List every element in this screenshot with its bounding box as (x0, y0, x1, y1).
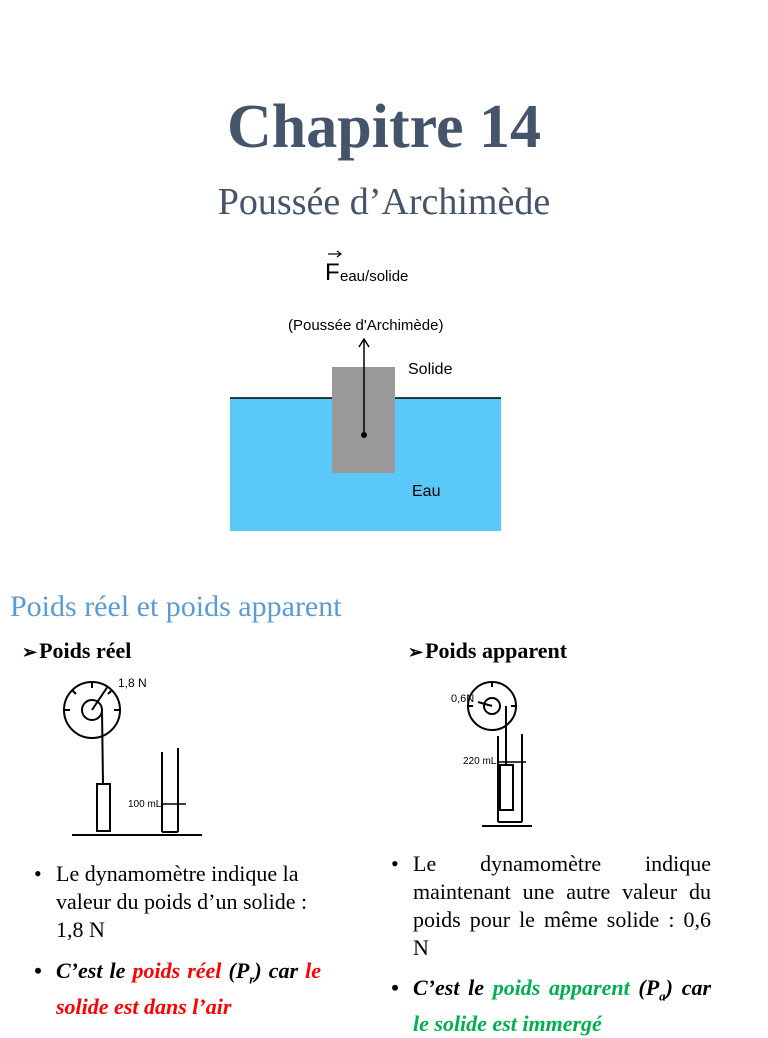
archimedes-diagram: F eau/solide (Poussée d'Archimède) Solid… (230, 250, 501, 531)
bullet-dot: • (391, 851, 399, 876)
right-bullet-2: • C’est le poids apparent (Pa) car le so… (391, 974, 712, 1038)
right-b2-term: poids apparent (492, 975, 630, 1000)
force-letter: F (325, 259, 340, 286)
bullet-dot: • (34, 958, 42, 983)
right-heading-text: Poids apparent (425, 638, 568, 663)
water-label: Eau (412, 483, 440, 500)
left-b2-term: poids réel (132, 958, 222, 983)
left-heading: ➢Poids réel (22, 638, 131, 664)
solid-label: Solide (408, 361, 453, 378)
dial-inner (483, 697, 501, 715)
dynamometer-air-sketch: 1,8 N 100 mL (63, 676, 202, 836)
left-b2-reason: le solide est dans l’air (56, 958, 322, 1020)
right-bullet-1: • Le dynamomètre indique maintenant une … (391, 850, 711, 962)
cylinder-reading: 220 mL (463, 756, 497, 767)
left-bullet-2: • C’est le poids réel (Pr) car le solide… (34, 957, 322, 1021)
slide-subtitle: Poussée d’Archimède (217, 181, 551, 223)
arrow-bullet-icon: ➢ (22, 642, 38, 662)
section-heading: Poids réel et poids apparent (10, 590, 342, 623)
left-b2-car: car (268, 958, 299, 983)
right-b2-car: car (681, 975, 712, 1000)
left-bullet-1: • Le dynamomètre indique la valeur du po… (34, 860, 324, 944)
dial-reading: 0,6N (451, 693, 474, 705)
left-heading-text: Poids réel (39, 638, 132, 663)
right-heading: ➢Poids apparent (408, 638, 567, 664)
dial-reading: 1,8 N (118, 676, 147, 690)
dynamometer-water-sketch: 0,6N 220 mL (451, 681, 532, 827)
arrow-bullet-icon: ➢ (408, 642, 424, 662)
left-b2-symbol: (Pr) (228, 958, 262, 987)
cylinder-reading: 100 mL (128, 799, 162, 810)
left-b2-lead: C’est le (56, 958, 126, 983)
bullet-dot: • (34, 861, 42, 886)
left-bullet-1-text: Le dynamomètre indique la valeur du poid… (56, 861, 308, 942)
force-subscript: eau/solide (340, 268, 408, 285)
bullet-dot: • (391, 975, 399, 1000)
force-arrowhead (358, 337, 370, 348)
slide-title: Chapitre 14 (226, 93, 542, 161)
right-bullet-1-text: Le dynamomètre indique maintenant une au… (413, 851, 711, 960)
immersed-solid (499, 764, 514, 811)
right-b2-symbol: (Pa) (638, 975, 673, 1004)
right-b2-lead: C’est le (413, 975, 484, 1000)
vector-arrow-over-f-head (336, 250, 342, 258)
hanging-solid (96, 783, 111, 832)
force-caption: (Poussée d'Archimède) (288, 317, 443, 334)
application-point (361, 432, 367, 438)
